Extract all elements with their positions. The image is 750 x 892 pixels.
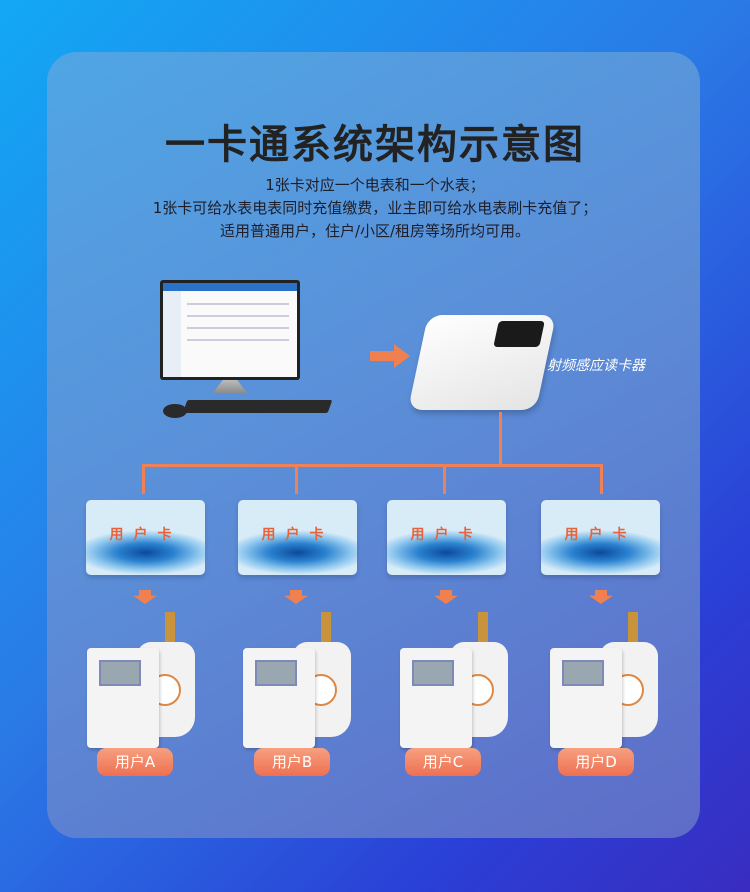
keyboard [182,400,333,413]
connector-line [295,464,298,494]
user-card: 用户卡 [86,500,205,575]
right-arrow-icon [370,344,410,368]
connector-line [600,464,603,494]
rfid-card-reader [407,315,557,410]
reader-label: 射频感应读卡器 [547,358,645,374]
electric-water-meter [400,612,515,752]
user-card: 用户卡 [387,500,506,575]
user-card: 用户卡 [238,500,357,575]
description-line-2: 1张卡可给水表电表同时充值缴费，业主即可给水电表刷卡充值了； [152,199,598,217]
user-label-c: 用户C [405,748,481,776]
connector-line [443,464,446,494]
connector-line [142,464,603,467]
user-label-d: 用户D [558,748,634,776]
user-label-a: 用户A [97,748,173,776]
monitor-stand [212,380,248,394]
page-title: 一卡通系统架构示意图 [165,122,585,168]
electric-water-meter [550,612,665,752]
description-line-1: 1张卡对应一个电表和一个水表； [265,176,485,194]
user-label-b: 用户B [254,748,330,776]
electric-water-meter [87,612,202,752]
description-line-3: 适用普通用户，住户/小区/租房等场所均可用。 [219,222,531,240]
user-card: 用户卡 [541,500,660,575]
connector-line [499,412,502,467]
connector-line [142,464,145,494]
computer-monitor [160,280,300,380]
mouse [163,404,187,418]
electric-water-meter [243,612,358,752]
